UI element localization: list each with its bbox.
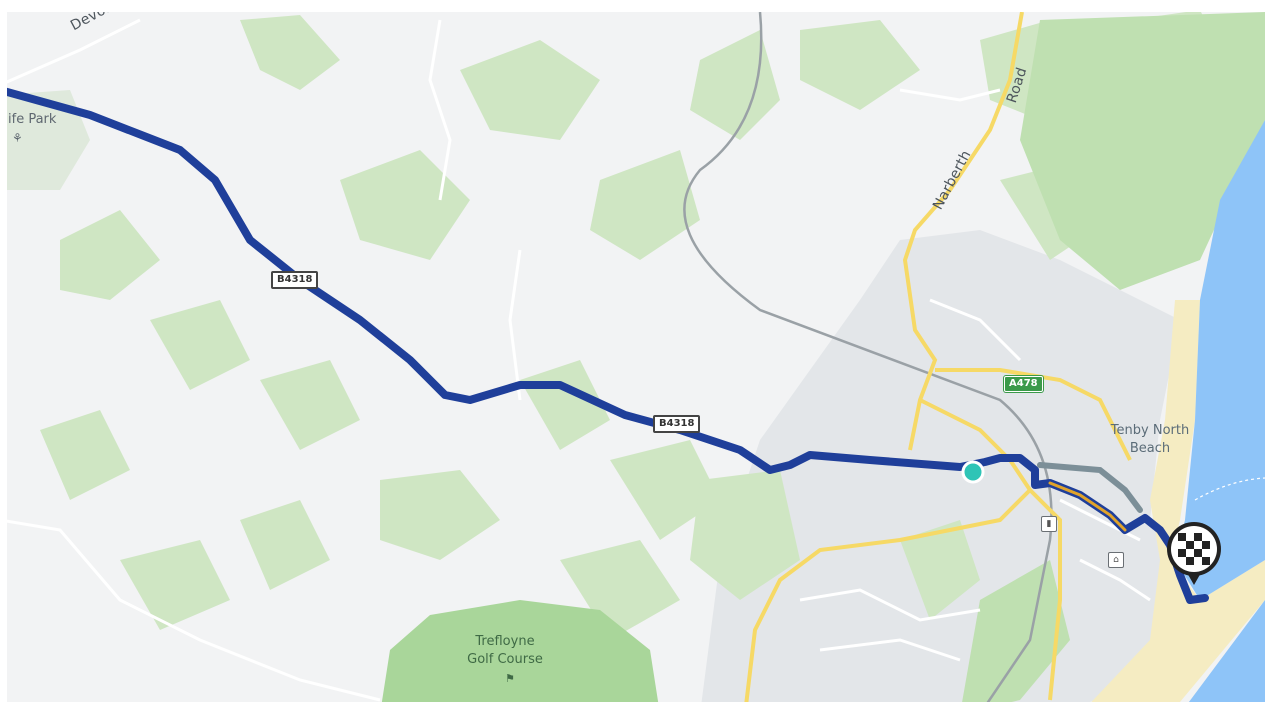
- station-icon: ▮: [1041, 516, 1057, 532]
- golf-flag-icon: ⚑: [505, 672, 515, 685]
- golf-course-label-line1: Trefloyne: [475, 634, 535, 649]
- railway: [683, 11, 1053, 714]
- b-road-shield-2: B4318: [653, 415, 701, 433]
- tenby-north-beach-label-line1: Tenby North: [1110, 423, 1190, 438]
- route-line: [0, 86, 1209, 604]
- urban-area: [700, 230, 1190, 714]
- ferry-line: [1194, 477, 1265, 501]
- traffic-segment: [1048, 481, 1127, 532]
- current-position-marker: [961, 460, 985, 484]
- a-road-shield: A478: [1004, 376, 1043, 392]
- park-icon: ⚘: [12, 131, 23, 145]
- wildlife-park-area: [0, 90, 90, 190]
- b-road-shield: B4318: [271, 271, 319, 289]
- tenby-north-beach-label-line2: Beach: [1129, 441, 1171, 456]
- golf-course-area: [380, 600, 660, 714]
- dense-woodland: [960, 12, 1265, 714]
- museum-icon: ⌂: [1108, 552, 1124, 568]
- wildlife-park-label: ife Park: [8, 112, 57, 127]
- main-roads: [743, 11, 1132, 714]
- alternate-route: [1037, 462, 1143, 513]
- golf-course-label-line2: Golf Course: [467, 652, 543, 667]
- sea-bottom: [1180, 600, 1265, 714]
- beach: [1080, 300, 1265, 714]
- woodland: [40, 10, 1230, 640]
- minor-roads: [0, 18, 1151, 702]
- destination-marker: [1167, 522, 1221, 585]
- sea: [1175, 120, 1265, 600]
